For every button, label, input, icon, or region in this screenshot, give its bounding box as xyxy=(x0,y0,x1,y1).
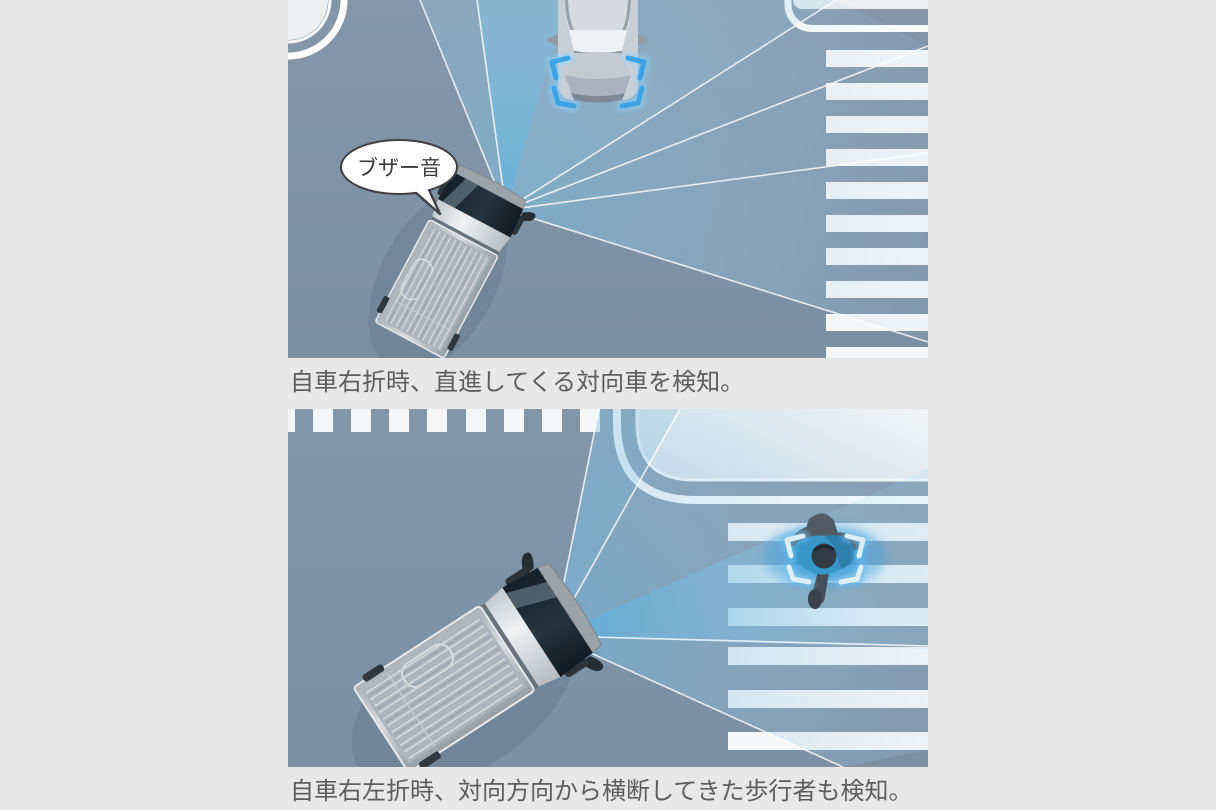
pedestrian xyxy=(763,513,887,609)
caption-turn-pedestrian: 自車右左折時、対向方向から横断してきた歩行者も検知。 xyxy=(290,778,913,805)
content-column: ブザー音 自車右折時、直進してくる対向車を検知。 xyxy=(288,0,928,810)
buzzer-callout: ブザー音 xyxy=(340,139,458,216)
buzzer-callout-label: ブザー音 xyxy=(357,157,441,180)
illustration-right-turn-vehicle-detection: ブザー音 xyxy=(288,0,928,358)
ego-truck xyxy=(361,155,542,358)
sidewalk-corner-top-left xyxy=(288,0,348,60)
illustration-turn-pedestrian-detection xyxy=(288,409,928,767)
oncoming-vehicle xyxy=(546,0,650,103)
sensor-beam xyxy=(552,409,928,767)
ego-truck xyxy=(342,543,616,767)
vehicle-detection-bracket-icon xyxy=(546,52,650,112)
pedestrian-detection-bracket-icon xyxy=(781,530,869,588)
caption-right-turn-vehicle: 自車右折時、直進してくる対向車を検知。 xyxy=(290,369,745,396)
